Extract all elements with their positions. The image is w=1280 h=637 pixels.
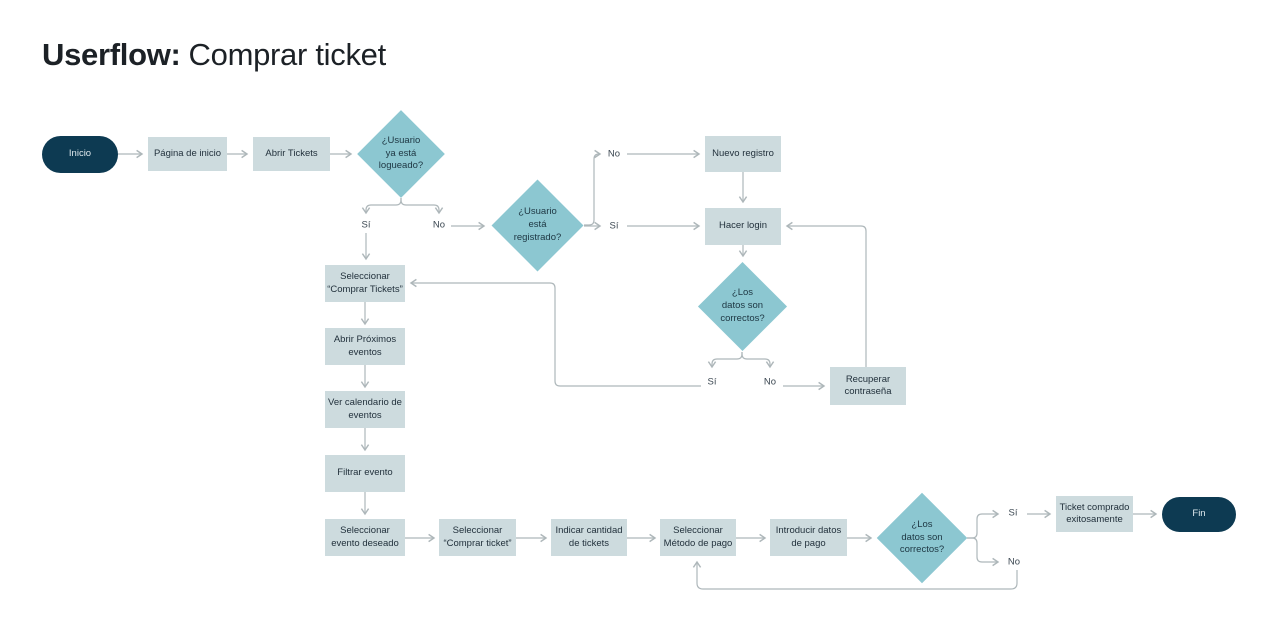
decision-usuario-registrado: ¿Usuario está registrado?: [491, 179, 584, 272]
node-label: Seleccionar evento deseado: [331, 525, 399, 549]
node-label: Filtrar evento: [337, 467, 393, 479]
node-ver-calendario-eventos: Ver calendario de eventos: [325, 391, 405, 428]
decision-datos-pago-correctos: ¿Los datos son correctos?: [876, 492, 968, 584]
node-abrir-proximos-eventos: Abrir Próximos eventos: [325, 328, 405, 365]
edge-no-selmetodo-loop: [692, 560, 1018, 590]
node-label: ¿Usuario ya está logueado?: [378, 134, 424, 172]
node-label: Nuevo registro: [712, 147, 774, 159]
edge-label-no-registrado: No: [605, 148, 623, 160]
page-title: Userflow:Comprar ticket: [42, 36, 386, 73]
node-label: Abrir Tickets: [265, 147, 318, 159]
node-seleccionar-evento-deseado: Seleccionar evento deseado: [325, 519, 405, 556]
node-label: ¿Los datos son correctos?: [720, 287, 765, 324]
node-label: Ver calendario de eventos: [328, 397, 402, 421]
node-label: Ticket comprado exitosamente: [1059, 501, 1130, 525]
edge-dlogueado-si-stub: [361, 198, 402, 215]
edge-label-no-datos-login: No: [761, 376, 779, 388]
node-label: Abrir Próximos eventos: [333, 334, 397, 358]
node-indicar-cantidad-tickets: Indicar cantidad de tickets: [551, 519, 627, 556]
node-label: Recuperar contraseña: [844, 373, 892, 397]
node-seleccionar-comprar-tickets: Seleccionar “Comprar Tickets”: [325, 265, 405, 302]
node-nuevo-registro: Nuevo registro: [705, 136, 781, 172]
node-abrir-tickets: Abrir Tickets: [253, 137, 330, 171]
node-label: Hacer login: [718, 220, 768, 232]
node-label: Seleccionar Método de pago: [663, 525, 733, 549]
node-recuperar-contrasena: Recuperar contraseña: [830, 367, 906, 405]
node-label: ¿Usuario está registrado?: [513, 206, 562, 243]
node-label: Página de inicio: [153, 147, 222, 159]
edge-si-selcomprartickets-loop: [409, 278, 701, 387]
node-start-inicio: Inicio: [42, 136, 118, 173]
node-label: Inicio: [68, 148, 92, 160]
node-introducir-datos-pago: Introducir datos de pago: [770, 519, 847, 556]
edge-ddatospago-si-stub: [967, 509, 1000, 539]
node-ticket-comprado: Ticket comprado exitosamente: [1056, 496, 1133, 532]
edge-label-si-datos-pago: Sí: [1006, 507, 1020, 519]
edge-label-no-logueado: No: [430, 219, 448, 231]
node-label: Seleccionar “Comprar Tickets”: [327, 271, 403, 295]
node-seleccionar-metodo-pago: Seleccionar Método de pago: [660, 519, 736, 556]
edge-dregistrado-no-stub: [584, 149, 602, 226]
decision-usuario-logueado: ¿Usuario ya está logueado?: [357, 110, 445, 198]
edge-recuperar-hacerlogin: [785, 221, 867, 367]
node-pagina-de-inicio: Página de inicio: [148, 137, 227, 171]
node-label: Indicar cantidad de tickets: [555, 525, 623, 549]
node-label: Fin: [1192, 508, 1206, 520]
edge-ddatospago-no-stub: [967, 537, 1000, 567]
edge-label-si-logueado: Sí: [359, 219, 373, 231]
node-end-fin: Fin: [1162, 497, 1236, 532]
title-regular: Comprar ticket: [188, 37, 387, 72]
edge-label-no-datos-pago: No: [1005, 556, 1023, 568]
node-label: ¿Los datos son correctos?: [899, 518, 945, 556]
node-filtrar-evento: Filtrar evento: [325, 455, 405, 492]
edge-ddatoslogin-si-stub: [707, 352, 743, 369]
edge-ddatoslogin-no-stub: [741, 352, 775, 369]
decision-datos-login-correctos: ¿Los datos son correctos?: [697, 261, 788, 352]
title-bold: Userflow:: [42, 37, 181, 72]
edge-dlogueado-no-stub: [400, 198, 444, 215]
node-label: Seleccionar “Comprar ticket”: [443, 525, 512, 549]
edge-label-si-datos-login: Sí: [705, 376, 719, 388]
node-seleccionar-comprar-ticket: Seleccionar “Comprar ticket”: [439, 519, 516, 556]
edge-label-si-registrado: Sí: [607, 220, 621, 232]
node-hacer-login: Hacer login: [705, 208, 781, 245]
node-label: Introducir datos de pago: [775, 525, 842, 549]
